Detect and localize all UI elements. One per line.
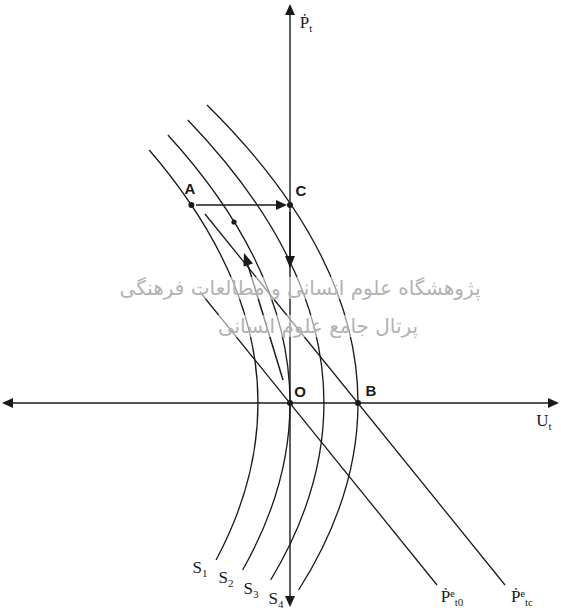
short-run-curve (207, 105, 358, 590)
movement-arrow (196, 204, 278, 206)
vertical-axis (289, 10, 290, 602)
horizontal-axis (7, 402, 554, 403)
point-label: O (294, 384, 306, 399)
curve-label: S4 (269, 590, 284, 607)
short-run-curve (168, 135, 290, 570)
point-label: B (366, 383, 377, 398)
axes (7, 10, 554, 602)
point-label: C (296, 183, 307, 198)
point-dot (287, 400, 293, 406)
curve-label: S2 (219, 569, 234, 586)
symbol-subscript: t0 (455, 596, 464, 608)
point-dot (188, 202, 194, 208)
movement-arrow (289, 212, 291, 258)
arrowhead (285, 256, 295, 268)
symbol-main: S (219, 568, 228, 587)
symbol-main: Ṗ (300, 13, 309, 32)
symbol-subscript: t (549, 420, 552, 432)
symbol-main: S (269, 589, 278, 608)
axis-label: Ut (536, 412, 551, 429)
expectation-line (200, 292, 437, 585)
curve-label: S1 (193, 559, 208, 576)
arrowhead (285, 4, 295, 15)
axis-label: Ṗt (300, 14, 313, 31)
movement-arrowheads (244, 200, 296, 268)
short-run-curve (149, 150, 258, 560)
points (188, 202, 361, 406)
symbol-main: S (193, 558, 202, 577)
symbol-main: Ṗᵉ (441, 587, 455, 606)
symbol-subscript: tc (525, 596, 533, 608)
symbol-subscript: 1 (202, 567, 208, 579)
symbol-subscript: 2 (228, 577, 234, 589)
axis-arrowheads (2, 4, 559, 607)
arrowhead (2, 398, 13, 408)
point-dot (355, 400, 361, 406)
point-label: A (185, 181, 196, 196)
arrowhead (276, 200, 287, 210)
arrowhead (285, 596, 295, 607)
symbol-subscript: 4 (278, 598, 284, 610)
symbol-main: S (244, 579, 253, 598)
symbol-main: Ṗᵉ (511, 587, 525, 606)
point-dot (231, 219, 236, 224)
short-run-curve (188, 120, 324, 580)
watermark: پژوهشگاه علوم انسانی و مطالعات فرهنگی (116, 277, 483, 299)
symbol-subscript: t (309, 22, 312, 34)
watermark: پرتال جامع علوم انسانی (215, 315, 421, 337)
line-label: Ṗᵉtc (511, 588, 533, 605)
point-dot (287, 202, 293, 208)
arrowhead (548, 398, 559, 408)
expectation-line (205, 214, 505, 585)
phillips-curves (149, 105, 358, 590)
line-label: Ṗᵉt0 (441, 588, 463, 605)
symbol-subscript: 3 (253, 588, 259, 600)
expectation-lines (200, 214, 505, 585)
arrowhead (244, 253, 254, 267)
curve-label: S3 (244, 580, 259, 597)
symbol-main: U (536, 411, 548, 430)
